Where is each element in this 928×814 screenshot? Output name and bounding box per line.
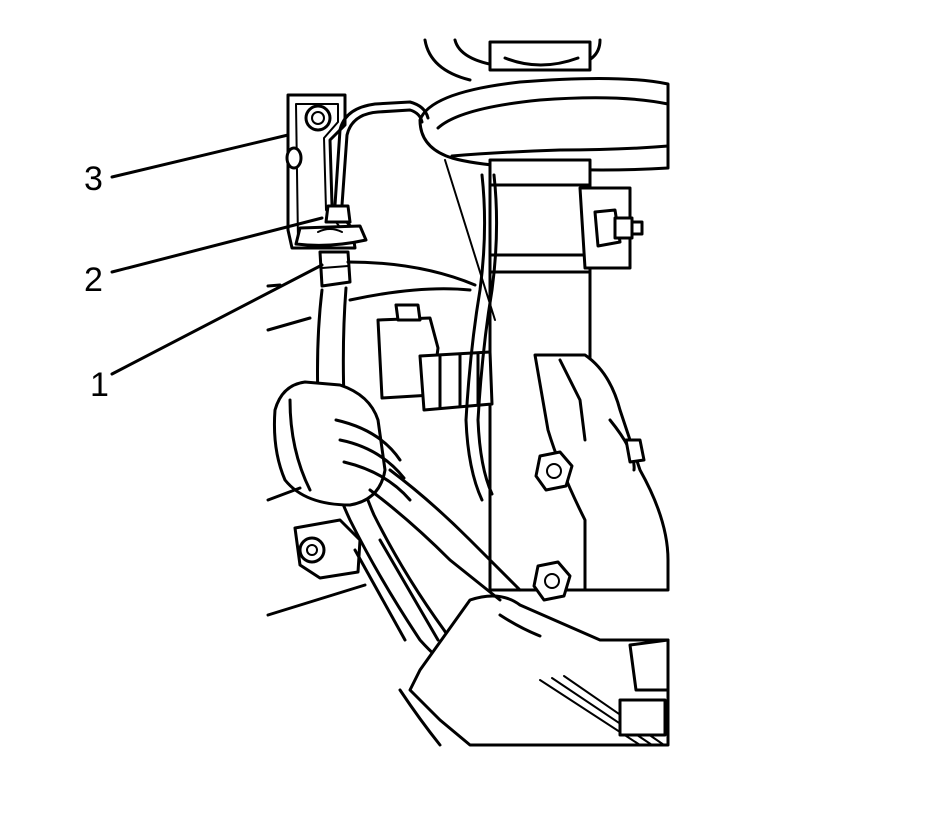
leader-line-1 <box>110 263 324 376</box>
lower-control-arm <box>266 260 477 747</box>
callout-label-2: 2 <box>84 261 103 299</box>
steering-knuckle <box>408 353 670 747</box>
hose-clip <box>294 204 368 247</box>
brake-line <box>333 100 430 207</box>
callout-3: 3 <box>84 133 290 198</box>
callout-label-3: 3 <box>84 160 103 198</box>
leader-line-3 <box>110 133 290 179</box>
leader-line-2 <box>110 216 324 274</box>
callout-2: 2 <box>84 216 324 299</box>
bracket-bolt <box>304 104 332 132</box>
knuckle-bolt-lower <box>532 560 572 602</box>
drive-axle <box>272 303 522 602</box>
knuckle-bolt-upper <box>534 450 574 492</box>
wheel-speed-sensor-wire <box>444 159 499 502</box>
callout-1: 1 <box>90 263 324 404</box>
flexible-brake-hose <box>316 250 468 670</box>
callout-label-1: 1 <box>90 366 109 404</box>
